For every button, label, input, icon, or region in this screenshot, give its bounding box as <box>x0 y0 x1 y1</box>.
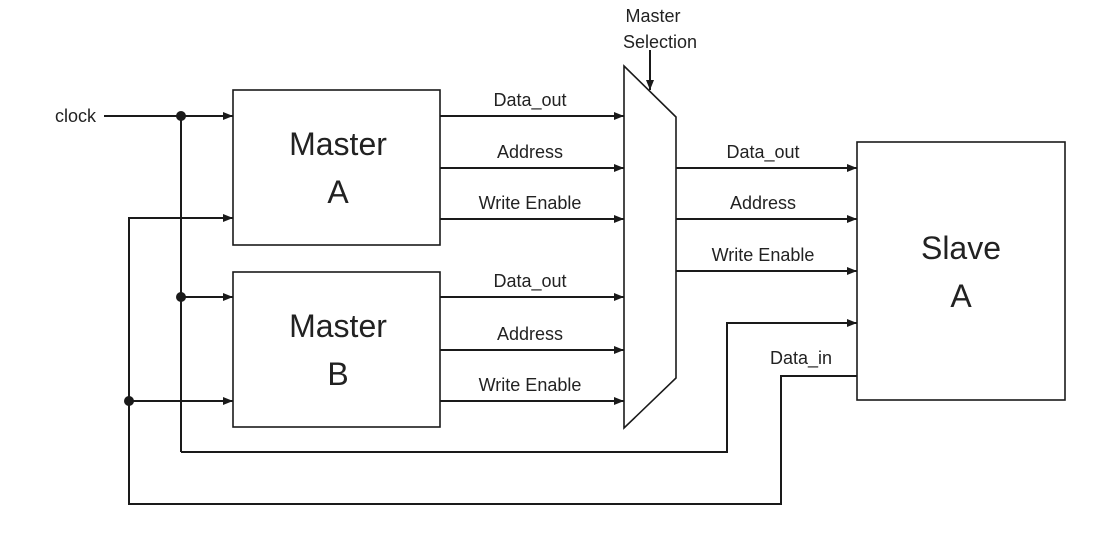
master-a-title: Master <box>289 126 387 162</box>
master-b-data-out-label: Data_out <box>493 271 566 292</box>
clock-label: clock <box>55 106 97 126</box>
slave-a-title: Slave <box>921 230 1001 266</box>
mux-address-label: Address <box>730 193 796 213</box>
data-in-label: Data_in <box>770 348 832 369</box>
clock-to-slave <box>181 319 857 453</box>
slave-a-block <box>856 141 1066 401</box>
master-b-subtitle: B <box>327 356 348 392</box>
mux-write-enable-label: Write Enable <box>712 245 815 265</box>
mux-data-out-label: Data_out <box>726 142 799 163</box>
master-selection-mux <box>623 64 677 430</box>
master-b-block <box>232 271 441 428</box>
master-a-block <box>232 89 441 246</box>
master-a-address-label: Address <box>497 142 563 162</box>
master-b-write-enable-label: Write Enable <box>479 375 582 395</box>
clock-junction-a <box>176 111 186 121</box>
master-b-address-label: Address <box>497 324 563 344</box>
master-a-subtitle: A <box>327 174 349 210</box>
selector-label-line2: Selection <box>623 32 697 52</box>
master-b-title: Master <box>289 308 387 344</box>
master-a-write-enable-label: Write Enable <box>479 193 582 213</box>
slave-a-subtitle: A <box>950 278 972 314</box>
selector-label-line1: Master <box>625 6 680 26</box>
data-in-junction <box>124 396 134 406</box>
master-a-data-out-label: Data_out <box>493 90 566 111</box>
data-in-return-path <box>128 214 857 505</box>
clock-junction-b <box>176 292 186 302</box>
